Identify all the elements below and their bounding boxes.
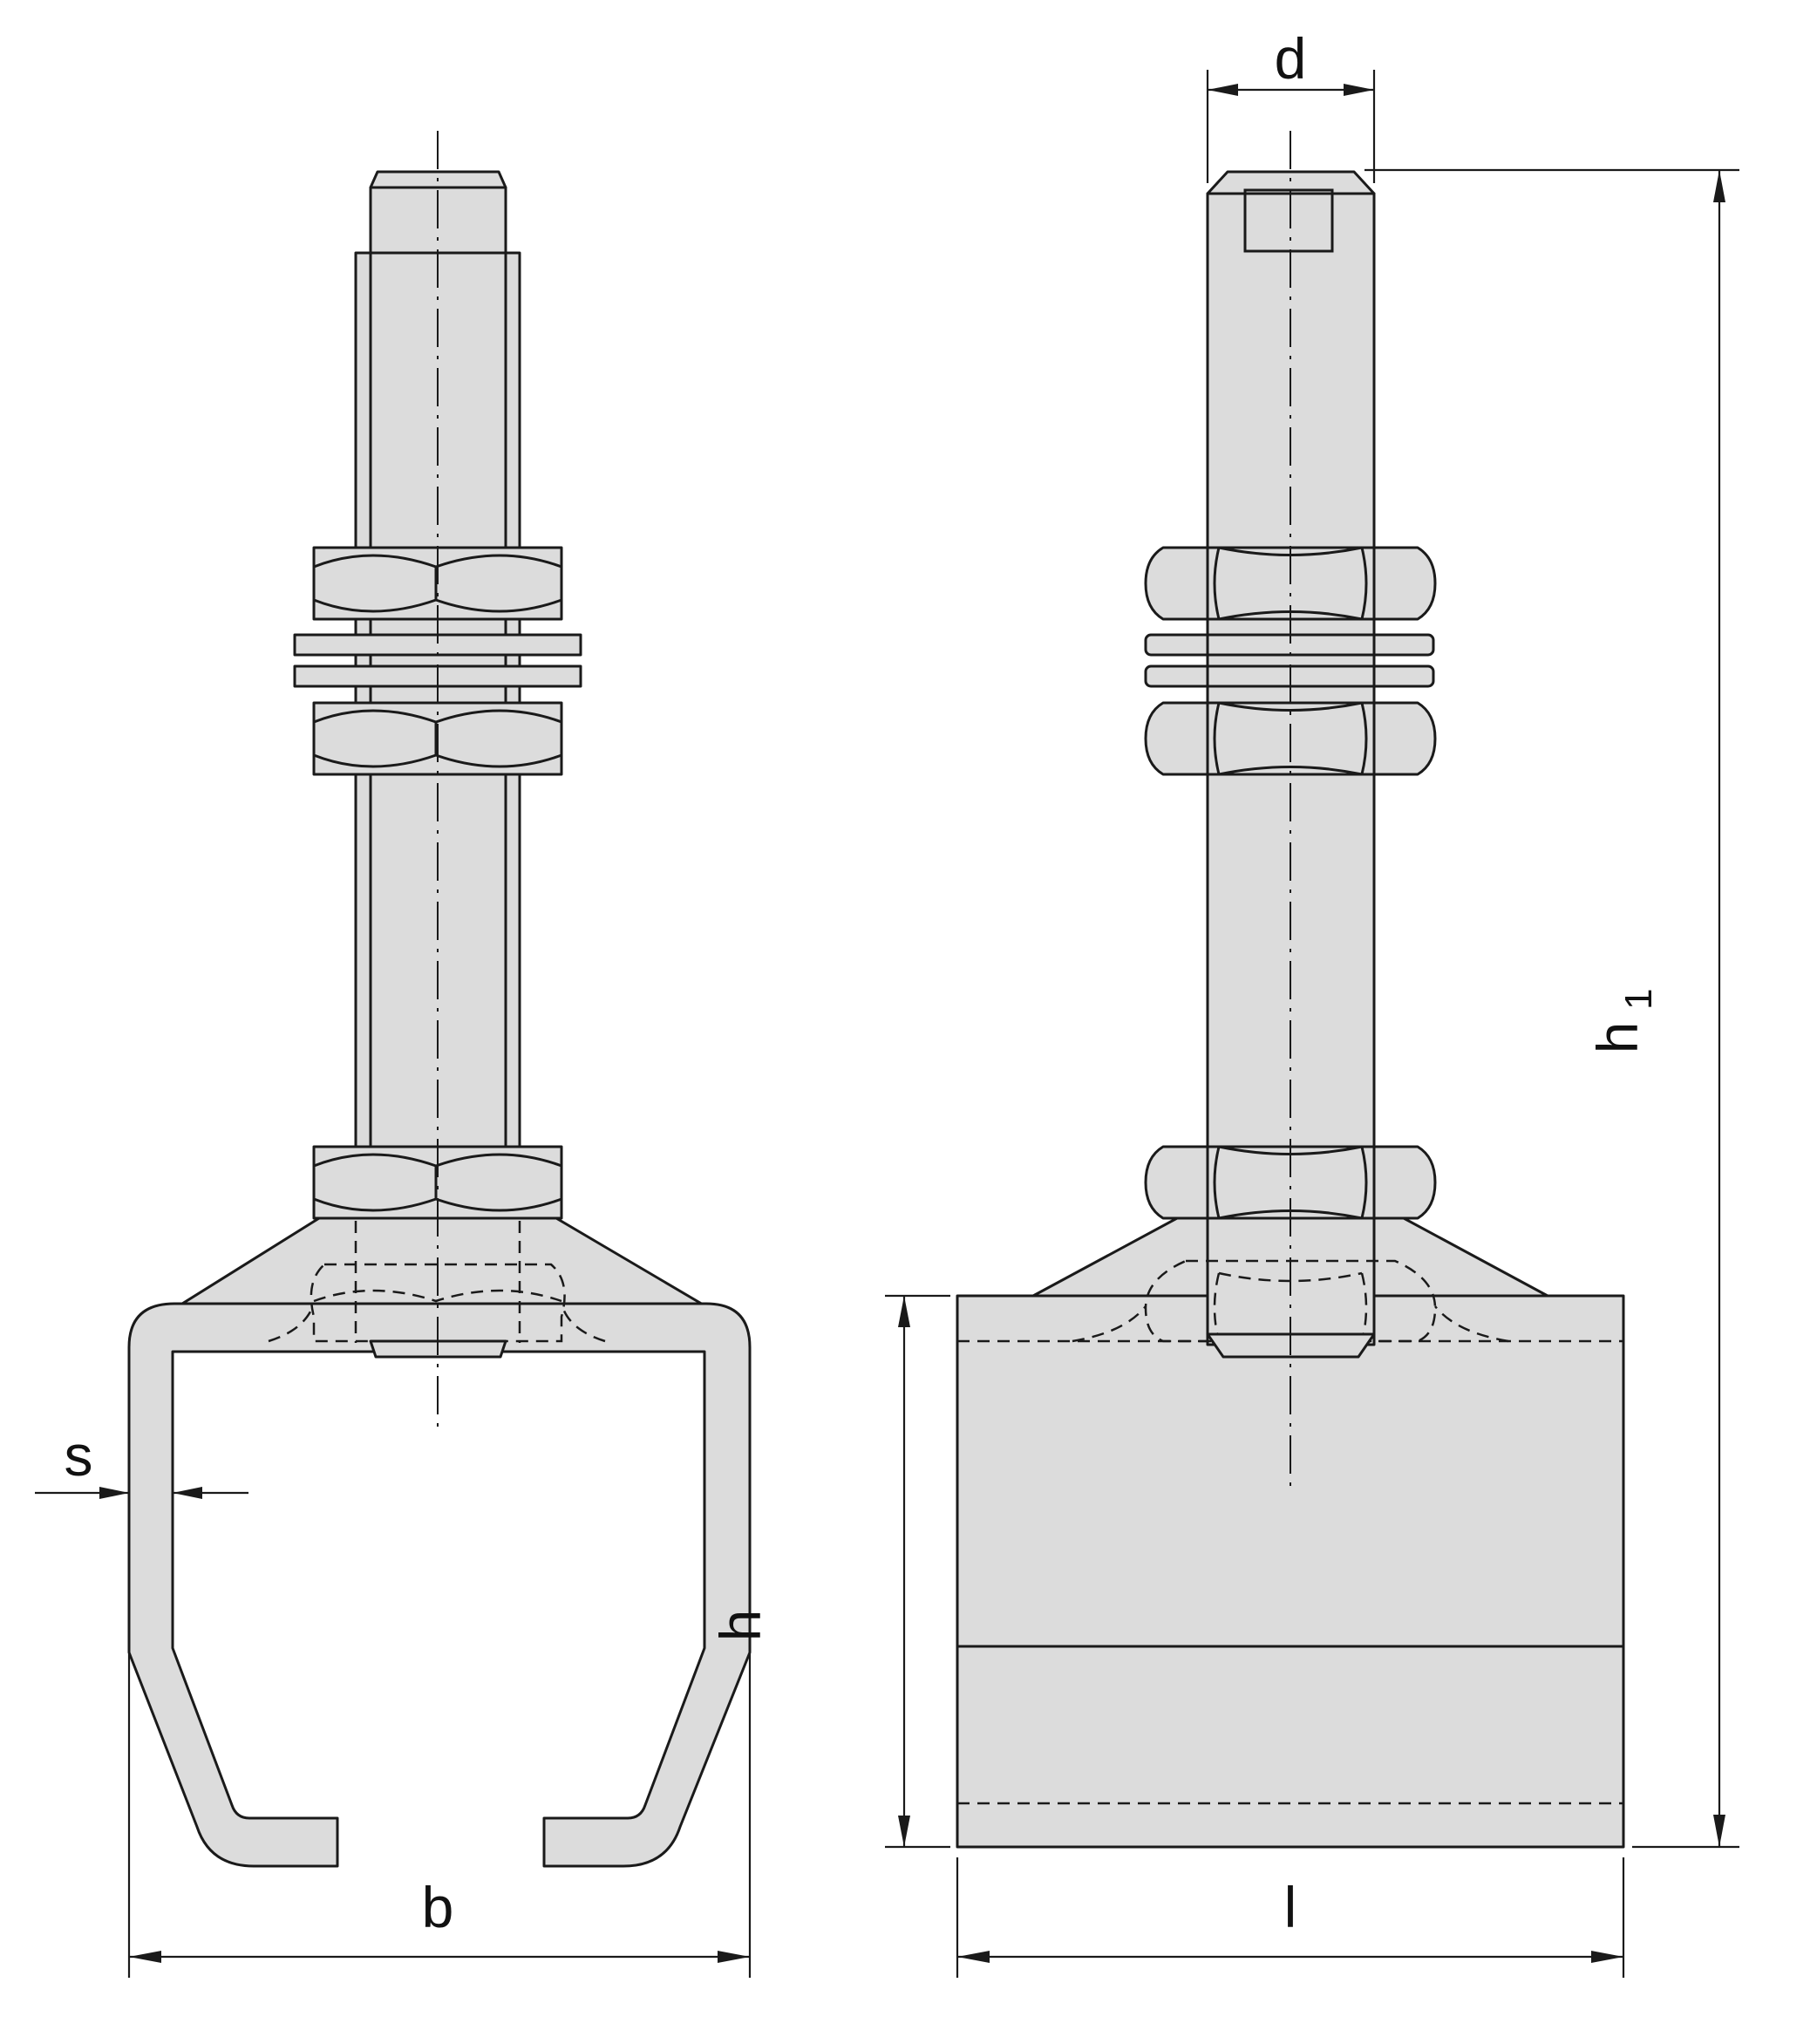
front-bracket bbox=[160, 1216, 725, 1318]
side-view bbox=[956, 131, 1625, 1849]
dimension-d: d bbox=[1206, 26, 1376, 183]
label-h1-subscript: 1 bbox=[1617, 989, 1660, 1010]
side-hidden-nut bbox=[1144, 1259, 1437, 1343]
dimension-h: h bbox=[708, 1294, 950, 1849]
label-l: l bbox=[1284, 1875, 1297, 1939]
front-hidden-nut bbox=[310, 1263, 566, 1343]
side-bolt-socket bbox=[1243, 188, 1334, 253]
label-d: d bbox=[1275, 26, 1307, 91]
label-h: h bbox=[708, 1610, 772, 1642]
label-h1: h bbox=[1585, 1022, 1650, 1054]
label-s: s bbox=[65, 1423, 93, 1488]
front-c-rail bbox=[127, 1302, 752, 1868]
dimension-l: l bbox=[956, 1857, 1625, 1978]
dimension-s: s bbox=[35, 1423, 248, 1499]
front-view bbox=[127, 131, 752, 1868]
dimension-h1: h 1 bbox=[1364, 168, 1739, 1849]
dimension-b: b bbox=[127, 1639, 752, 1978]
label-b: b bbox=[422, 1875, 454, 1939]
